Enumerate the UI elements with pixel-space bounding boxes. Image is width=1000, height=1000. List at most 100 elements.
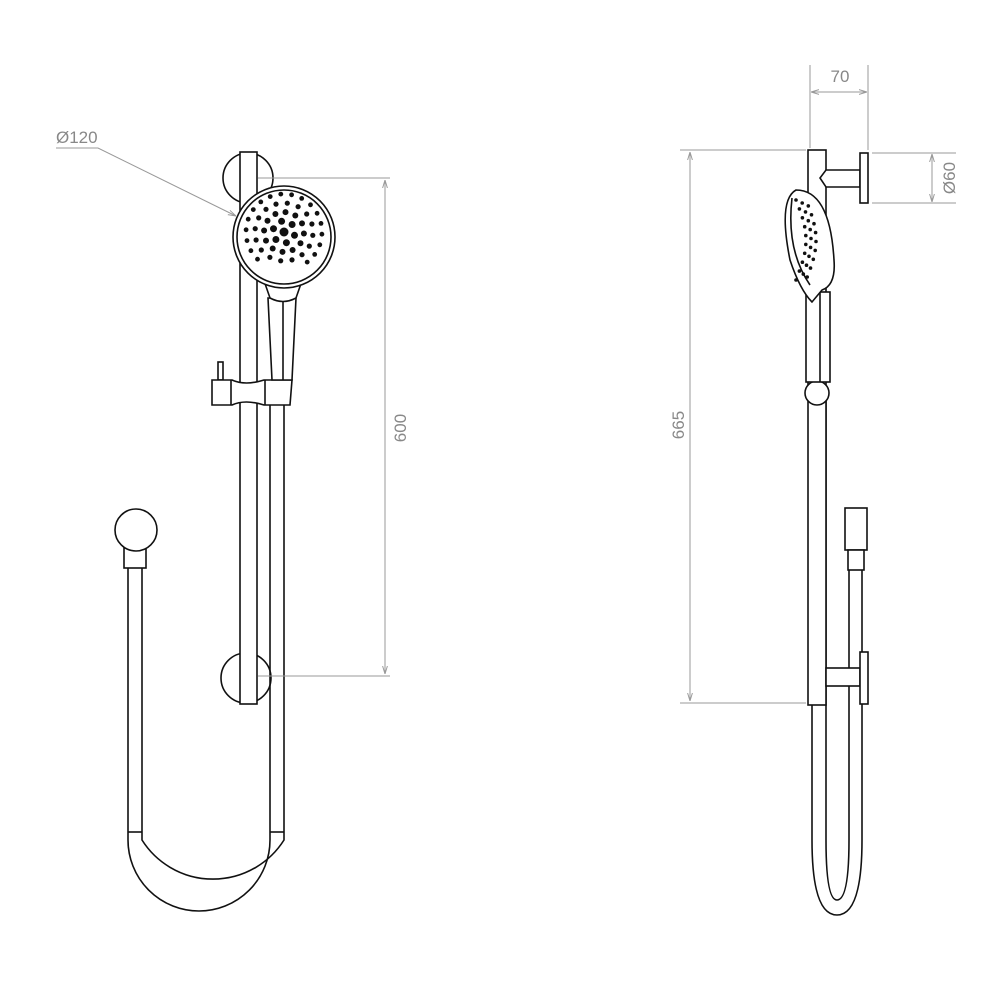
nozzle bbox=[812, 221, 816, 226]
nozzle bbox=[295, 204, 301, 210]
nozzle bbox=[802, 224, 807, 229]
nozzle bbox=[802, 251, 807, 256]
nozzle bbox=[800, 201, 804, 205]
nozzle bbox=[794, 278, 798, 282]
head-diameter-leader bbox=[56, 147, 236, 216]
nozzle bbox=[272, 236, 280, 243]
nozzle bbox=[806, 204, 811, 208]
side-hose-outer bbox=[811, 400, 863, 916]
nozzle bbox=[813, 230, 818, 235]
rail-length-label: 600 bbox=[391, 414, 410, 442]
nozzle bbox=[797, 269, 802, 273]
nozzle bbox=[809, 213, 814, 217]
shower-head bbox=[232, 185, 336, 289]
nozzle bbox=[807, 254, 811, 259]
nozzle bbox=[279, 248, 286, 255]
nozzle bbox=[803, 210, 808, 214]
nozzle bbox=[309, 221, 315, 227]
nozzle bbox=[258, 199, 264, 205]
projection-label: 70 bbox=[831, 67, 850, 86]
nozzle bbox=[808, 227, 812, 232]
handset-handle bbox=[267, 297, 297, 381]
bottom-bracket-flange bbox=[859, 651, 869, 705]
side-handle bbox=[805, 291, 831, 383]
nozzle bbox=[814, 239, 818, 244]
nozzle bbox=[292, 212, 299, 219]
nozzle bbox=[800, 216, 805, 220]
nozzle bbox=[308, 202, 313, 208]
nozzle bbox=[300, 230, 307, 237]
nozzle bbox=[258, 247, 264, 253]
slide-holder bbox=[211, 379, 293, 406]
bottom-bracket-arm bbox=[825, 667, 861, 687]
flange-diameter-label: Ø60 bbox=[940, 162, 959, 194]
nozzle bbox=[794, 198, 798, 202]
nozzle bbox=[800, 260, 805, 265]
nozzle bbox=[282, 209, 289, 216]
overall-height-label: 665 bbox=[669, 411, 688, 439]
nozzle bbox=[263, 206, 269, 212]
nozzle bbox=[306, 243, 312, 249]
slide-rail bbox=[239, 151, 258, 705]
nozzle bbox=[310, 232, 316, 238]
nozzle bbox=[304, 211, 310, 217]
side-spray-nozzles bbox=[794, 198, 818, 282]
nozzle bbox=[289, 257, 295, 263]
nozzle bbox=[299, 196, 305, 201]
nozzle bbox=[806, 218, 811, 223]
nozzle bbox=[245, 216, 251, 222]
nozzle bbox=[289, 192, 294, 198]
nozzle bbox=[255, 256, 260, 262]
nozzle bbox=[267, 194, 273, 200]
nozzle bbox=[289, 247, 296, 253]
nozzle bbox=[250, 207, 256, 213]
front-view: 600 Ø120 bbox=[56, 128, 410, 912]
nozzle bbox=[312, 252, 318, 257]
top-bracket-flange bbox=[859, 152, 869, 204]
nozzle bbox=[811, 257, 816, 262]
hose-outer bbox=[127, 405, 271, 912]
nozzle bbox=[269, 245, 276, 252]
nozzle bbox=[279, 227, 289, 237]
nozzle bbox=[319, 231, 325, 237]
nozzle bbox=[801, 272, 806, 276]
nozzle bbox=[299, 220, 305, 227]
nozzle bbox=[288, 221, 296, 228]
top-bracket-arm bbox=[819, 169, 861, 188]
nozzle bbox=[244, 238, 250, 244]
nozzle bbox=[278, 258, 284, 264]
nozzle bbox=[299, 252, 305, 258]
nozzle bbox=[813, 248, 817, 253]
nozzle bbox=[256, 215, 262, 221]
nozzle bbox=[809, 236, 813, 241]
nozzle bbox=[243, 227, 249, 233]
nozzle bbox=[272, 211, 279, 217]
nozzle bbox=[282, 239, 290, 247]
side-hose-inner bbox=[825, 400, 850, 901]
side-hose-nut bbox=[847, 549, 865, 571]
nozzle bbox=[317, 242, 323, 248]
nozzle bbox=[304, 259, 310, 265]
wall-outlet bbox=[114, 508, 158, 552]
side-outlet bbox=[844, 507, 868, 551]
nozzle bbox=[284, 200, 290, 206]
nozzle bbox=[808, 266, 813, 270]
hose-inner bbox=[141, 405, 285, 880]
nozzle bbox=[270, 225, 277, 233]
nozzle bbox=[291, 231, 298, 239]
nozzle bbox=[314, 210, 320, 216]
nozzle bbox=[804, 263, 809, 268]
nozzle bbox=[278, 191, 284, 197]
nozzle bbox=[263, 237, 269, 244]
nozzle bbox=[273, 201, 279, 207]
nozzle bbox=[797, 207, 802, 211]
nozzle bbox=[808, 245, 813, 250]
nozzle bbox=[252, 226, 258, 232]
side-holder-ball bbox=[804, 380, 830, 406]
nozzle bbox=[248, 248, 254, 254]
nozzle bbox=[318, 221, 324, 226]
holder-pin bbox=[217, 361, 224, 381]
nozzle bbox=[804, 233, 808, 238]
nozzle bbox=[264, 217, 271, 224]
